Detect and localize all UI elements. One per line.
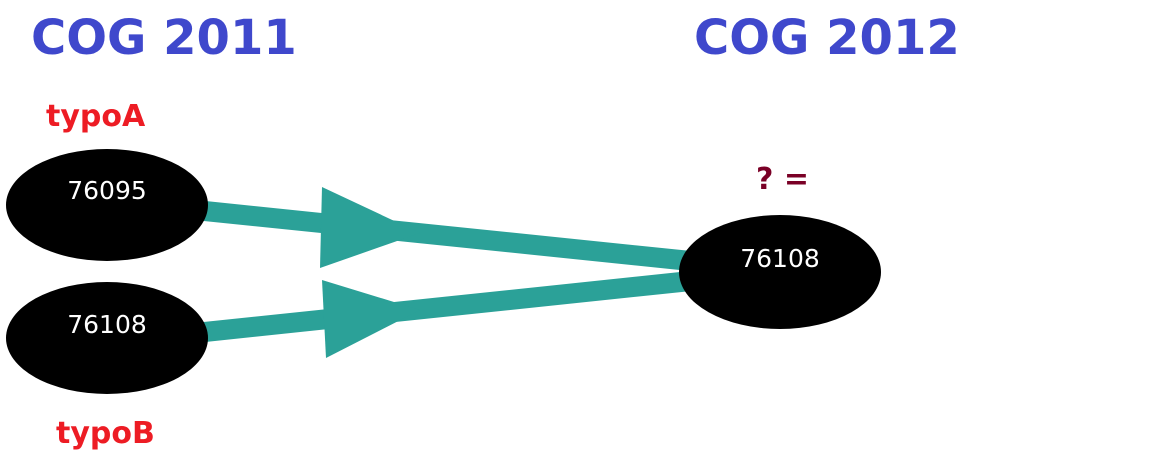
heading-cog-2012: COG 2012 <box>694 10 960 66</box>
node-76108-left-label: 76108 <box>67 310 147 339</box>
node-76108-left: 76108 <box>6 282 208 394</box>
node-76095-label: 76095 <box>67 176 147 205</box>
node-76108-right: 76108 <box>679 215 881 329</box>
node-76095: 76095 <box>6 149 208 261</box>
node-76108-right-label: 76108 <box>740 244 820 273</box>
question-label: ? = <box>756 162 809 197</box>
heading-cog-2011: COG 2011 <box>31 10 297 66</box>
edge-a-to-target <box>193 187 702 272</box>
label-typo-b: typoB <box>56 416 155 451</box>
edge-b-to-target <box>193 270 702 358</box>
label-typo-a: typoA <box>46 99 146 134</box>
